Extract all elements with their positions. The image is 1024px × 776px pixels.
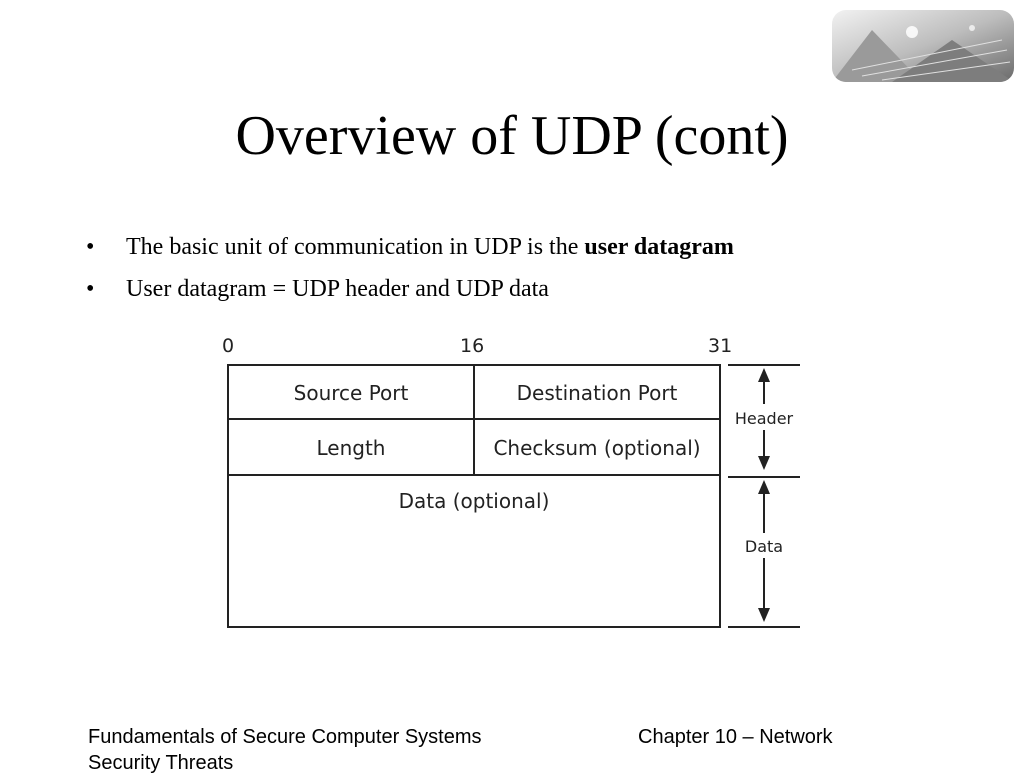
bullet-marker: •: [86, 276, 95, 302]
field-destination-port: Destination Port: [517, 381, 678, 405]
bracket-arrowheads: [758, 368, 770, 622]
logo-image: [832, 10, 1014, 82]
footer-course-line2: Security Threats: [88, 752, 234, 774]
bullet-item: • The basic unit of communication in UDP…: [86, 226, 986, 268]
bullet-marker: •: [86, 234, 95, 260]
footer-course-title: Fundamentals of Secure Computer Systems …: [88, 724, 558, 776]
udp-datagram-diagram: 0 16 31 Source Port Destination Port Len…: [210, 330, 810, 640]
side-bracket-lines: [728, 364, 800, 628]
bullet-list: • The basic unit of communication in UDP…: [86, 226, 986, 310]
bit-label-0: 0: [222, 335, 234, 357]
bullet-item: • User datagram = UDP header and UDP dat…: [86, 268, 986, 310]
bullet-text: User datagram = UDP header and UDP data: [126, 276, 549, 302]
footer-chapter: Chapter 10 – Network: [638, 726, 833, 748]
footer-course-line1: Fundamentals of Secure Computer Systems: [88, 726, 482, 748]
bit-label-16: 16: [460, 335, 484, 357]
bit-label-31: 31: [708, 335, 732, 357]
field-checksum: Checksum (optional): [493, 436, 700, 460]
bullet-bold-term: user datagram: [584, 234, 734, 260]
field-source-port: Source Port: [294, 381, 409, 405]
slide-title: Overview of UDP (cont): [235, 105, 789, 167]
datagram-grid: [227, 364, 721, 628]
field-length: Length: [317, 436, 386, 460]
header-bracket-label: Header: [735, 409, 794, 428]
data-bracket-label: Data: [745, 537, 783, 556]
bullet-text: The basic unit of communication in UDP i…: [126, 234, 585, 260]
field-data: Data (optional): [399, 489, 550, 513]
